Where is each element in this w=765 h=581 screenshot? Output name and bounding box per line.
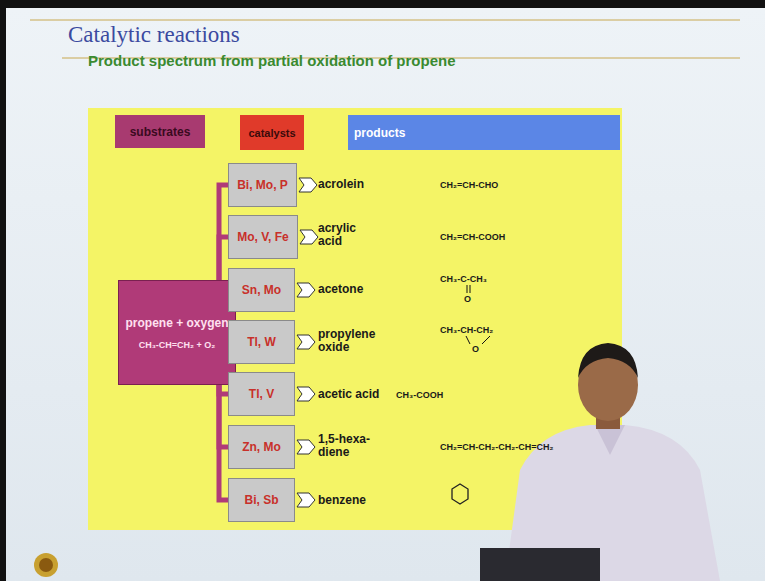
node-text: Tl, V [249, 387, 274, 401]
product-name: 1,5-hexa- diene [318, 433, 380, 459]
header-box: catalysts [240, 115, 304, 150]
product-name: propylene oxide [318, 328, 390, 354]
bond-line [466, 336, 470, 344]
node-text: CH₃-CH=CH₂ + O₂ [139, 340, 216, 350]
product-name: acrolein [318, 178, 364, 191]
rule-line [30, 20, 740, 21]
formula: CH₂=CH-COOH [440, 232, 505, 242]
catalyst-box: Sn, Mo [228, 268, 295, 312]
catalyst-box: Zn, Mo [228, 425, 295, 469]
formula: CH₂=CH-CHO [440, 180, 498, 190]
catalyst-box: Tl, W [228, 320, 295, 364]
substrate-box: propene + oxygenCH₃-CH=CH₂ + O₂ [118, 280, 236, 385]
catalyst-box: Tl, V [228, 372, 295, 416]
node-text: products [354, 126, 405, 140]
node-text: Tl, W [247, 335, 276, 349]
catalyst-box: Mo, V, Fe [228, 215, 298, 259]
product-name: benzene [318, 494, 366, 507]
presenter-figure [480, 343, 720, 581]
product-arrow [300, 230, 318, 244]
logo [39, 558, 53, 572]
node-text: Mo, V, Fe [237, 230, 289, 244]
slide-subtitle: Product spectrum from partial oxidation … [88, 52, 456, 69]
product-arrow [297, 493, 315, 507]
benzene-ring [452, 484, 468, 504]
header-box: products [348, 115, 620, 150]
product-arrow [297, 387, 315, 401]
product-arrow [297, 440, 315, 454]
product-name: acetic acid [318, 388, 379, 401]
formula: CH₃-C-CH₃ [440, 274, 487, 284]
product-arrow [297, 283, 315, 297]
catalyst-box: Bi, Sb [228, 478, 295, 522]
node-text: propene + oxygen [125, 316, 228, 330]
node-text: Bi, Sb [244, 493, 278, 507]
bond-line [470, 285, 471, 293]
slide-title: Catalytic reactions [68, 22, 240, 48]
formula: O [464, 294, 471, 304]
bond-line [467, 285, 468, 293]
formula: O [472, 344, 479, 354]
formula: CH₃-COOH [396, 390, 443, 400]
formula: CH₂=CH-CH₂-CH₂-CH=CH₂ [440, 442, 554, 452]
product-name: acrylic acid [318, 222, 373, 248]
node-text: Sn, Mo [242, 283, 281, 297]
bond-line [482, 336, 490, 344]
node-text: substrates [130, 125, 191, 139]
node-text: Zn, Mo [242, 440, 281, 454]
header-box: substrates [115, 115, 205, 148]
product-name: acetone [318, 283, 363, 296]
formula: CH₃-CH-CH₂ [440, 325, 493, 335]
catalyst-box: Bi, Mo, P [228, 163, 297, 207]
product-arrow [299, 178, 317, 192]
product-arrow [297, 335, 315, 349]
node-text: catalysts [248, 127, 295, 139]
logo [34, 553, 58, 577]
node-text: Bi, Mo, P [237, 178, 288, 192]
